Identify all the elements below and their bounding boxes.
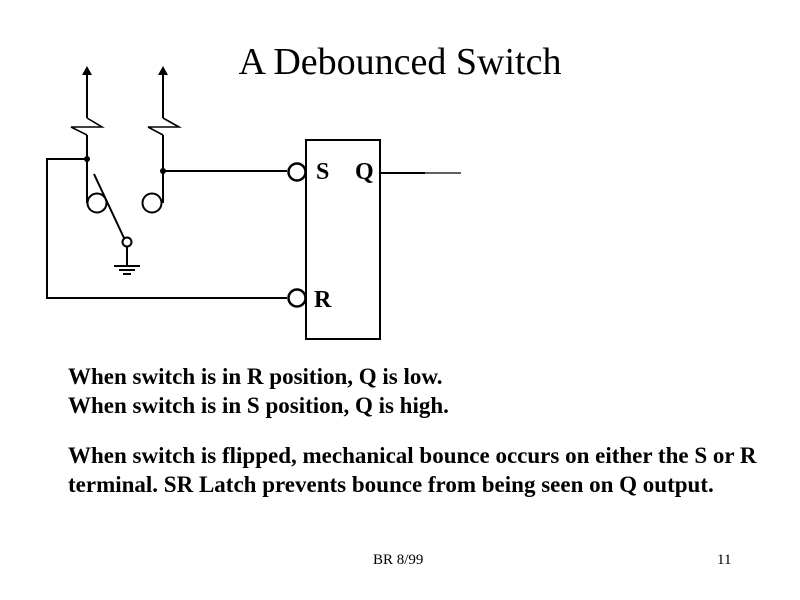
switch-pivot xyxy=(121,236,133,248)
ground-icon xyxy=(114,247,140,275)
explanation-lines: When switch is in R position, Q is low. … xyxy=(68,362,449,420)
vcc-arrow-right-icon xyxy=(158,66,168,75)
vcc-arrow-left-icon xyxy=(82,66,92,75)
explanation-s-position: When switch is in S position, Q is high. xyxy=(68,393,449,418)
explanation-r-position: When switch is in R position, Q is low. xyxy=(68,364,443,389)
latch-r-label: R xyxy=(314,287,332,313)
sr-latch-box xyxy=(305,139,381,340)
right-pullup-resistor xyxy=(147,75,183,203)
r-input-bubble xyxy=(287,288,307,308)
latch-q-label: Q xyxy=(355,159,374,185)
s-input-bubble xyxy=(287,162,307,182)
switch-contact-s xyxy=(141,192,163,214)
slide-title: A Debounced Switch xyxy=(238,41,562,83)
bounce-explanation: When switch is flipped, mechanical bounc… xyxy=(68,443,757,497)
left-pullup-resistor xyxy=(70,75,105,203)
switch-lever xyxy=(93,173,125,239)
slide-number: 11 xyxy=(717,552,732,568)
wire-to-r xyxy=(46,158,287,299)
latch-s-label: S xyxy=(316,159,329,185)
footer-author-date: BR 8/99 xyxy=(373,552,424,568)
